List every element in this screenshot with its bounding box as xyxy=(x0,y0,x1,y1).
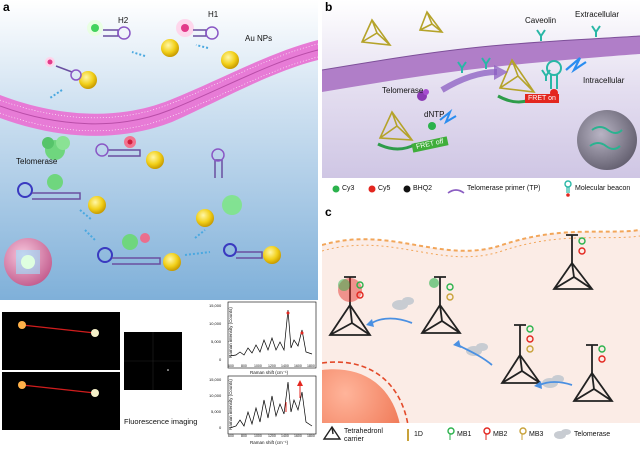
arrow-c3 xyxy=(539,381,573,386)
au-nanoparticles xyxy=(45,39,239,89)
raman-ylabel-top: Raman intensity (Counts) xyxy=(227,307,233,358)
legend-cy5: Cy5 xyxy=(378,185,391,192)
tetrahedron-1 xyxy=(360,18,392,46)
legend-mb1: MB1 xyxy=(457,431,472,438)
probe-complex-2 xyxy=(17,174,106,214)
tetra-carrier-3 xyxy=(500,324,542,384)
fret-on-badge: FRET on xyxy=(525,94,559,103)
panel-b-schematic xyxy=(322,0,640,200)
tetra-carrier-4 xyxy=(572,344,614,402)
raman-x-ticks-bottom: 600 800 1000 1200 1400 1600 1800 xyxy=(228,434,315,438)
h1-hairpin xyxy=(176,19,219,40)
raman-xlabel-top: Raman shift (cm⁻¹) xyxy=(250,370,289,375)
legend-cy3-marker xyxy=(332,185,340,193)
raman-plot-bottom xyxy=(227,375,317,435)
probe-complex xyxy=(95,136,164,169)
legend-mb2-marker xyxy=(483,427,491,440)
legend-bhq2-marker xyxy=(403,185,411,193)
telomerase-label-a: Telomerase xyxy=(16,157,58,166)
intracellular-label: Intracellular xyxy=(583,76,625,85)
legend-mb2: MB2 xyxy=(493,431,508,438)
panel-c-schematic xyxy=(322,205,640,450)
telomerase-purple xyxy=(417,89,429,101)
mb-markers xyxy=(356,237,606,363)
legend-carrier-marker xyxy=(322,425,342,440)
panel-b: b Caveolin Extracellular Intracellular T… xyxy=(322,0,640,200)
caveolin-label: Caveolin xyxy=(525,16,557,25)
raman-y-ticks-bottom: 15,000 10,000 5,000 0 xyxy=(209,377,222,430)
legend-bhq2: BHQ2 xyxy=(413,185,433,192)
membrane-b xyxy=(322,36,640,92)
legend-telomerase-marker xyxy=(554,429,571,439)
legend-mb1-marker xyxy=(447,427,455,440)
h2-label: H2 xyxy=(118,16,129,25)
h1-label: H1 xyxy=(208,10,219,19)
panel-a-imaging: Fluorescence imaging Raman shift (cm⁻¹) … xyxy=(0,300,318,450)
caveolin-icons xyxy=(457,25,601,81)
legend-1d: 1D xyxy=(414,431,423,438)
probe-complex-3 xyxy=(196,148,242,227)
flow-arrow xyxy=(440,69,498,93)
legend-mb3-marker xyxy=(519,427,527,440)
legend-tp: Telomerase primer (TP) xyxy=(467,185,541,192)
telomerase-blob xyxy=(42,136,70,160)
vertical-divider xyxy=(319,0,321,450)
probe-complex-5 xyxy=(223,243,281,264)
raman-xlabel-bottom: Raman shift (cm⁻¹) xyxy=(250,440,289,445)
h2-hairpin xyxy=(87,20,131,40)
tetra-carrier-1 xyxy=(328,276,372,336)
panel-c-label: c xyxy=(325,205,332,219)
fluorescence-imaging-label: Fluorescence imaging xyxy=(124,417,198,426)
membrane-c xyxy=(322,229,640,252)
imaging-pair-bottom xyxy=(18,381,99,397)
legend-beacon-marker xyxy=(564,180,572,197)
legend-carrier: Tetrahedronl carrier xyxy=(344,428,383,443)
telomerase-label-b: Telomerase xyxy=(382,86,424,95)
raman-plot-top xyxy=(227,301,317,369)
legend-telomerase-c: Telomerase xyxy=(574,431,611,438)
probe-complex-4 xyxy=(97,233,181,271)
legend-cy5-marker xyxy=(368,185,376,193)
imaging-pair-top xyxy=(18,321,99,337)
raman-ylabel-bottom: Raman intensity (Counts) xyxy=(227,379,233,430)
legend-mb3: MB3 xyxy=(529,431,544,438)
imaging-figures xyxy=(2,301,317,435)
cell-membrane xyxy=(0,40,318,136)
horizontal-divider xyxy=(322,201,640,204)
raman-x-ticks-top: 600 800 1000 1200 1400 1600 1800 xyxy=(228,364,315,368)
tetra-carrier-5 xyxy=(552,234,594,290)
legend-beacon: Molecular beacon xyxy=(575,185,631,192)
arrow-c1 xyxy=(371,317,413,324)
extracellular-label: Extracellular xyxy=(575,10,620,19)
au-nps-label: Au NPs xyxy=(245,34,273,43)
cell-sphere-icon xyxy=(4,238,52,286)
panel-a: a H2 H1 Au NPs Telomerase xyxy=(0,0,318,300)
panel-c: c Tetrahedronl carrier 1D MB1 MB2 MB3 Te… xyxy=(322,205,640,450)
telomerase-clouds xyxy=(392,297,564,388)
lightning-icon xyxy=(565,57,587,74)
panel-a-schematic xyxy=(0,0,318,300)
dntp-label: dNTP xyxy=(424,110,445,119)
tetrahedron-2 xyxy=(418,10,444,33)
legend-tp-marker xyxy=(447,189,465,194)
panel-b-label: b xyxy=(325,0,333,14)
tetra-carrier-2 xyxy=(420,276,462,334)
legend-cy3: Cy3 xyxy=(342,185,355,192)
panel-a-label: a xyxy=(3,0,10,14)
cell-nucleus-icon xyxy=(577,110,637,170)
raman-y-ticks-top: 15,000 10,000 5,000 0 xyxy=(209,303,222,362)
